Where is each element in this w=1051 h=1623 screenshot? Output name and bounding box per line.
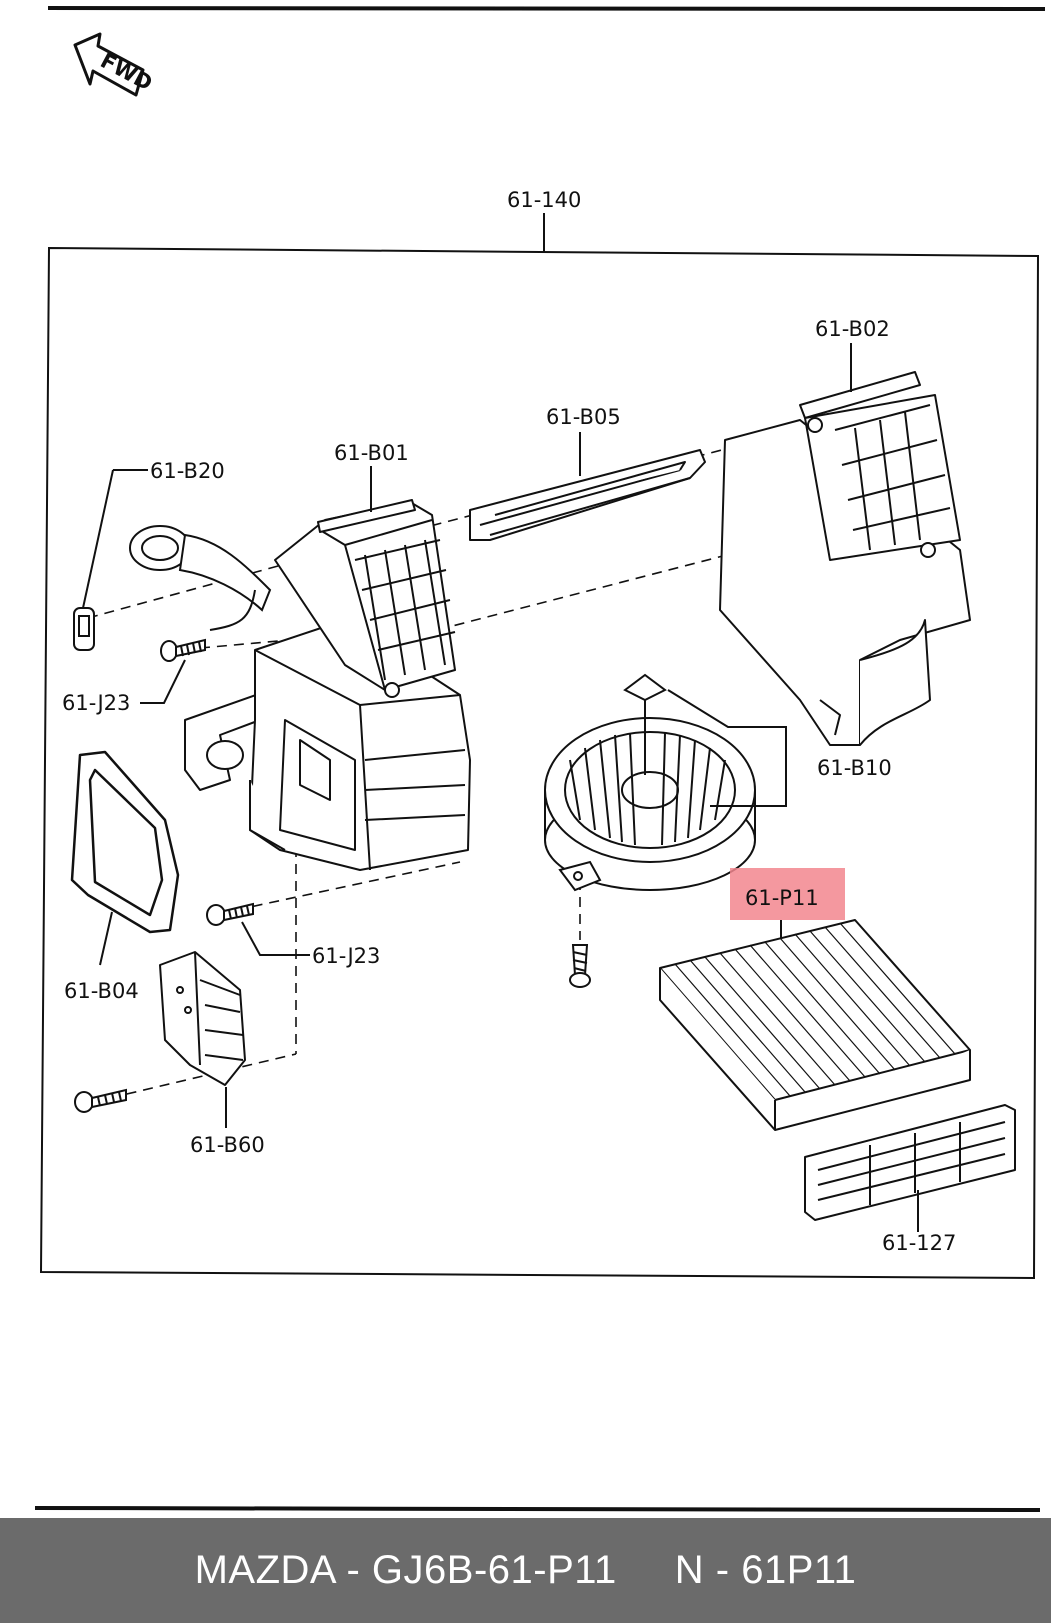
part-number-text: MAZDA - GJ6B-61-P11 [194,1548,617,1592]
cabin-filter [659,919,971,1131]
bottom-rule [34,1506,1041,1512]
parts-diagram: FWD 61-140 61-B20 61-J23 [34,6,1046,1512]
heater-unit-housing [184,619,471,871]
screw-lower-label: 61-J23 [312,944,380,968]
screw-lower-icon [206,902,254,926]
blower-motor-leader [667,689,787,807]
filter-cover-label: 61-127 [882,1231,956,1255]
assembly-frame [39,246,1040,1280]
screw-resistor-icon [74,1088,127,1113]
blower-motor [544,673,756,892]
blend-door-left [274,499,456,698]
seal-gasket [70,750,180,934]
assembly-label: 61-140 [507,188,581,212]
actuator-label: 61-B20 [150,459,225,483]
rod-label: 61-B05 [546,405,621,429]
seal-label: 61-B04 [64,979,139,1003]
blend-door-right [719,371,971,746]
blend-door-right-label: 61-B02 [815,317,890,341]
screw-upper-label: 61-J23 [62,691,130,715]
actuator-part [73,525,272,651]
screw-upper-leader [140,659,186,704]
fwd-arrow-icon: FWD [73,32,156,97]
actuator-leader [82,469,114,609]
part-number-footer: MAZDA - GJ6B-61-P11 N - 61P11 [0,1518,1051,1623]
linkage-rod [469,449,706,541]
cabin-filter-highlight [730,868,845,920]
screw-lower-leader [241,921,310,956]
screw-blower-icon [569,944,591,988]
blend-door-left-label: 61-B01 [334,441,409,465]
blower-motor-label: 61-B10 [817,756,892,780]
top-border [47,6,1046,11]
seal-leader [99,911,113,966]
screw-upper-icon [160,638,206,662]
resistor-label: 61-B60 [190,1133,265,1157]
oem-code-text: N - 61P11 [674,1548,857,1592]
cabin-filter-label[interactable]: 61-P11 [745,886,819,910]
resistor-part [159,951,246,1086]
filter-cover [804,1104,1016,1221]
